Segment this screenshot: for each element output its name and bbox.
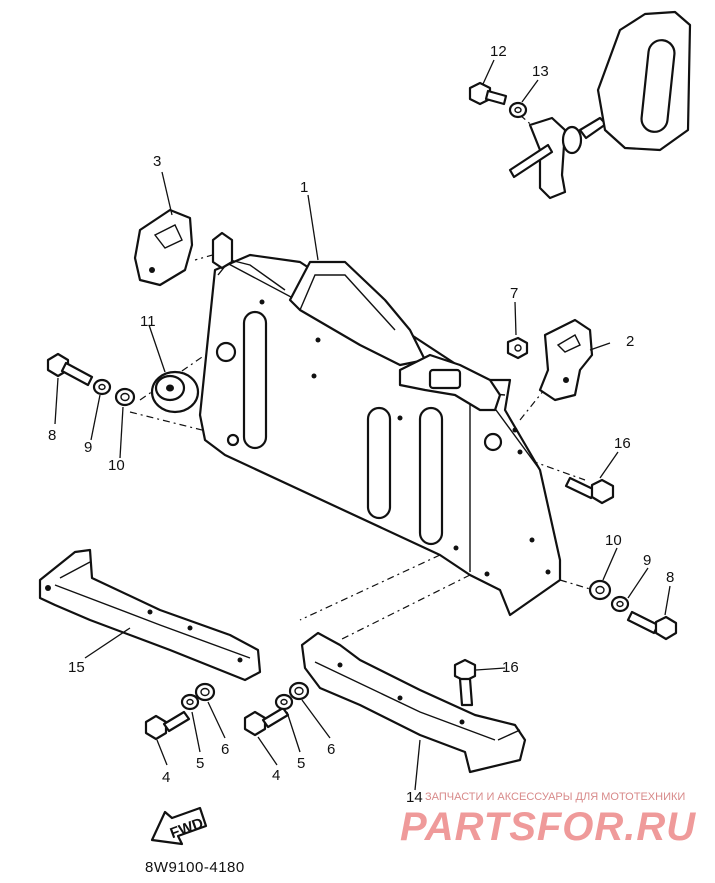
callout-labels: 1 2 3 4 4 5 5 6 6 7 8 8 9 9 10 10 11 12 … bbox=[48, 43, 674, 806]
washer-9-right bbox=[610, 595, 630, 613]
washer-6-left bbox=[194, 682, 216, 702]
washer-6-right bbox=[288, 681, 310, 701]
left-upper-bracket bbox=[133, 208, 194, 287]
callout-6-left: 6 bbox=[221, 741, 229, 758]
watermark-brand: PARTSFOR.RU bbox=[400, 805, 696, 849]
washer-5-right bbox=[274, 693, 294, 711]
callout-5-right: 5 bbox=[297, 755, 305, 772]
callout-7: 7 bbox=[510, 285, 518, 302]
callout-1: 1 bbox=[300, 179, 308, 196]
callout-13: 13 bbox=[532, 63, 549, 80]
callout-15: 15 bbox=[68, 659, 85, 676]
watermark-tagline: ЗАПЧАСТИ И АКСЕССУАРЫ ДЛЯ МОТОТЕХНИКИ bbox=[425, 791, 685, 803]
bolt-16-lower bbox=[453, 658, 477, 707]
lever-bracket bbox=[508, 10, 692, 200]
rail-15 bbox=[38, 548, 262, 682]
main-bracket-frame bbox=[198, 231, 562, 617]
callout-14: 14 bbox=[406, 789, 423, 806]
bolt-16-upper bbox=[564, 476, 615, 505]
callout-16-lower: 16 bbox=[502, 659, 519, 676]
callout-10-right: 10 bbox=[605, 532, 622, 549]
washer-10-left bbox=[114, 387, 136, 407]
bolt-4-left bbox=[144, 710, 191, 741]
callout-2: 2 bbox=[626, 333, 634, 350]
callout-6-right: 6 bbox=[327, 741, 335, 758]
callout-9-right: 9 bbox=[643, 552, 651, 569]
nut-7 bbox=[506, 336, 529, 360]
washer-13 bbox=[508, 101, 528, 119]
callout-5-left: 5 bbox=[196, 755, 204, 772]
diagram-code: 8W9100-4180 bbox=[145, 859, 245, 876]
callout-12: 12 bbox=[490, 43, 507, 60]
callout-3: 3 bbox=[153, 153, 161, 170]
washer-9-left bbox=[92, 378, 112, 396]
callout-8-left: 8 bbox=[48, 427, 56, 444]
rail-14 bbox=[300, 631, 527, 774]
leader-lines bbox=[54, 59, 671, 791]
callout-10-left: 10 bbox=[108, 457, 125, 474]
bolt-12 bbox=[468, 81, 508, 106]
callout-4-right: 4 bbox=[272, 767, 280, 784]
bolt-4-right bbox=[243, 706, 290, 737]
right-mounting-bracket bbox=[538, 318, 594, 402]
washer-5-left bbox=[180, 693, 200, 711]
fwd-arrow: FWD bbox=[150, 806, 208, 846]
callout-8-right: 8 bbox=[666, 569, 674, 586]
callout-16-upper: 16 bbox=[614, 435, 631, 452]
washer-10-right bbox=[588, 579, 612, 601]
watermark: ЗАПЧАСТИ И АКСЕССУАРЫ ДЛЯ МОТОТЕХНИКИ PA… bbox=[400, 791, 696, 849]
bolt-8-right bbox=[626, 610, 678, 641]
callout-9-left: 9 bbox=[84, 439, 92, 456]
rubber-damper-11 bbox=[150, 370, 200, 414]
bolt-8-left bbox=[46, 352, 94, 387]
callout-4-left: 4 bbox=[162, 769, 170, 786]
callout-11: 11 bbox=[140, 313, 156, 330]
